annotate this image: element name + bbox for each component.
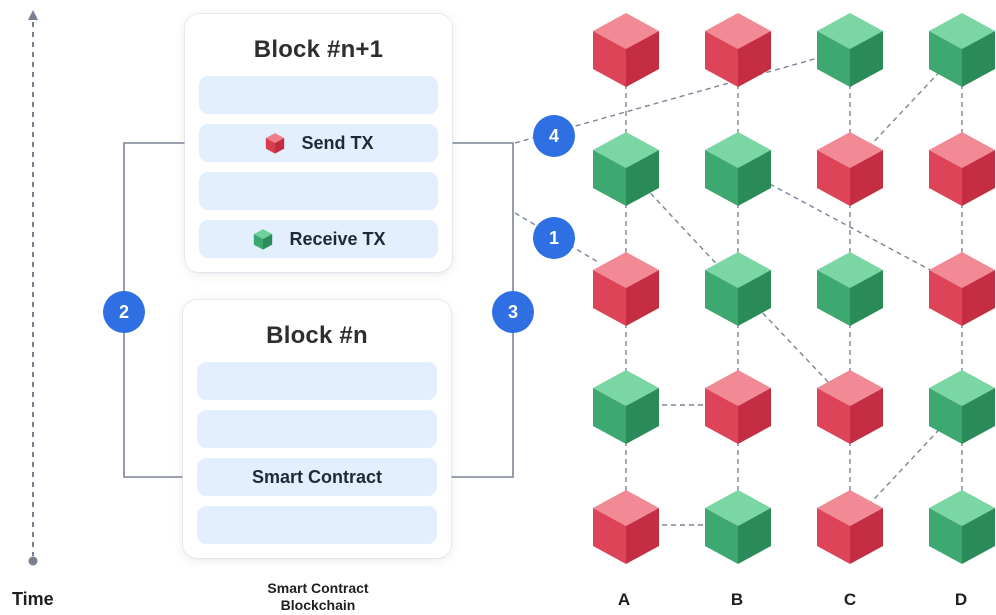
step-badge-2: 2 (103, 291, 145, 333)
time-axis-label: Time (12, 589, 54, 609)
green-block-cube-icon (705, 132, 771, 206)
green-block-cube-icon (929, 13, 995, 87)
smart-contract-row[interactable]: Smart Contract (197, 458, 437, 496)
block-n-plus-1-row-3 (199, 172, 438, 210)
block-n-title: Block #n (266, 322, 368, 349)
time-axis-arrowhead (28, 10, 38, 20)
green-block-cube-icon (929, 490, 995, 564)
column-label-b: B (730, 590, 744, 609)
cross-link (737, 166, 963, 288)
block-n-row-2 (197, 410, 437, 448)
red-block-cube-icon (705, 370, 771, 444)
red-block-cube-icon (593, 13, 659, 87)
blockchain-caption: Smart Contract Blockchain (230, 580, 406, 614)
red-cube-icon (266, 133, 285, 154)
receive-tx-row[interactable]: Receive TX (199, 220, 438, 258)
red-block-cube-icon (929, 252, 995, 326)
green-block-cube-icon (817, 13, 883, 87)
blockchain-caption-line-2: Blockchain (280, 597, 356, 613)
block-n-row-1 (197, 362, 437, 400)
column-label-d: D (954, 590, 968, 609)
red-block-cube-icon (817, 132, 883, 206)
time-axis-origin-dot (28, 556, 38, 566)
step-badge-1: 1 (533, 217, 575, 259)
block-n-plus-1-title: Block #n+1 (253, 36, 384, 63)
green-block-cube-icon (593, 132, 659, 206)
smart-contract-label: Smart Contract (251, 466, 383, 487)
red-block-cube-icon (929, 132, 995, 206)
green-block-cube-icon (705, 252, 771, 326)
green-block-cube-icon (593, 370, 659, 444)
red-block-cube-icon (817, 490, 883, 564)
blockchain-caption-line-1: Smart Contract (267, 580, 369, 596)
receive-tx-label: Receive TX (289, 228, 386, 249)
green-block-cube-icon (817, 252, 883, 326)
send-tx-row[interactable]: Send TX (199, 124, 438, 162)
red-block-cube-icon (593, 252, 659, 326)
step-badge-4: 4 (533, 115, 575, 157)
green-block-cube-icon (929, 370, 995, 444)
block-n-plus-1-card: Block #n+1 Send TX Receive TX (185, 14, 452, 272)
block-n-card: Block #n Smart Contract (183, 300, 451, 558)
green-cube-icon (254, 229, 273, 250)
column-label-c: C (843, 590, 857, 609)
link-step-4 (514, 57, 819, 144)
green-block-cube-icon (705, 490, 771, 564)
red-block-cube-icon (593, 490, 659, 564)
column-label-a: A (617, 590, 631, 609)
block-n-plus-1-row-1 (199, 76, 438, 114)
red-block-cube-icon (817, 370, 883, 444)
block-n-row-4 (197, 506, 437, 544)
step-badge-3: 3 (492, 291, 534, 333)
send-tx-label: Send TX (301, 132, 374, 153)
red-block-cube-icon (705, 13, 771, 87)
